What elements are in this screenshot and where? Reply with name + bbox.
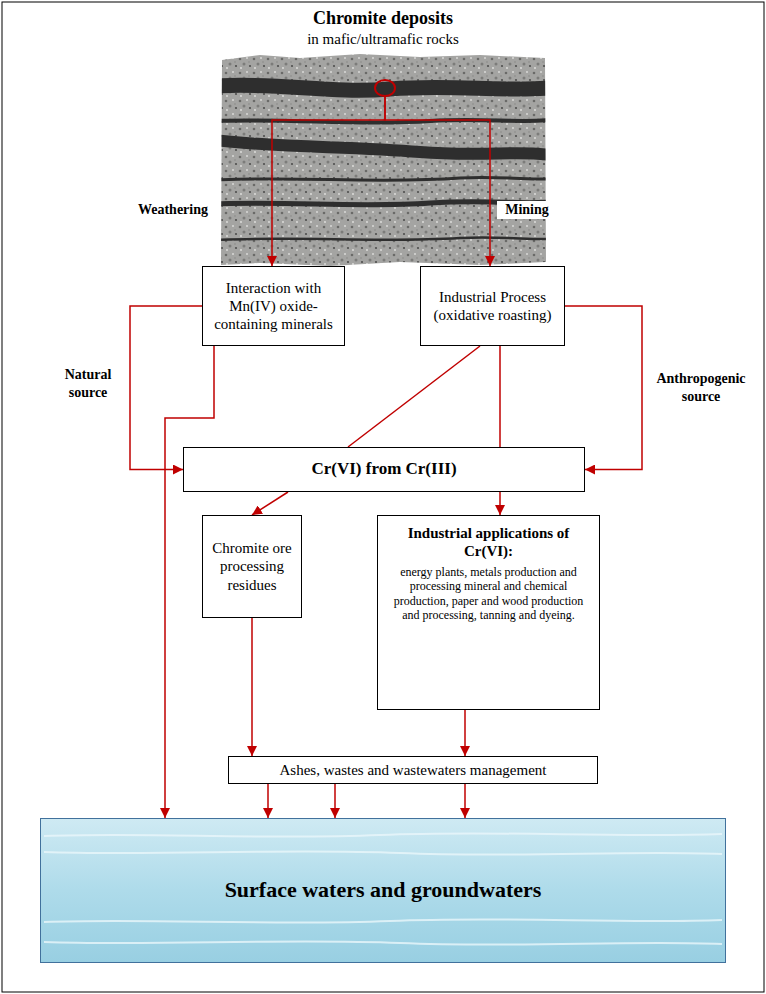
flow-arrow: [348, 346, 480, 447]
node-heading: Ashes, wastes and wastewaters management: [280, 761, 547, 779]
rock-node: Chromite depositsin mafic/ultramafic roc…: [220, 8, 546, 266]
node-body: energy plants, metals production and pro…: [385, 565, 592, 624]
flow-arrow: [464, 710, 466, 756]
process-box: Industrial Process (oxidative roasting): [420, 266, 565, 346]
water-band: Surface waters and groundwaters: [40, 818, 726, 963]
chromite-band: [215, 177, 550, 180]
flow-arrow: [385, 97, 490, 266]
water-body: [40, 818, 726, 963]
chromite-band: [215, 237, 550, 240]
node-heading: Cr(VI) from Cr(III): [311, 459, 456, 480]
flow-arrow: [272, 97, 385, 266]
edge-label: Natural source: [52, 366, 124, 402]
process-box: Interaction with Mn(IV) oxide-containing…: [202, 266, 345, 346]
water-wave: [44, 919, 722, 922]
sample-marker: [375, 80, 395, 96]
node-heading: Chromite deposits: [313, 8, 453, 30]
rock-sample: [215, 54, 550, 266]
flow-arrow: [251, 618, 253, 756]
water-wave: [44, 941, 722, 944]
water-wave: [44, 833, 722, 836]
result-box: Cr(VI) from Cr(III): [183, 447, 585, 492]
node-body: in mafic/ultramafic rocks: [307, 30, 459, 48]
edge-label: Anthropogenic source: [648, 370, 754, 406]
edge-label: Mining: [497, 201, 557, 219]
flow-arrow: [130, 306, 202, 470]
node-heading: Interaction with Mn(IV) oxide-containing…: [209, 279, 338, 334]
node-heading: Chromite ore processing residues: [208, 539, 296, 594]
chromite-band: [215, 85, 550, 90]
water-wave: [44, 851, 722, 854]
residue-box: Chromite ore processing residues: [202, 515, 302, 618]
flow-arrow: [464, 784, 466, 818]
node-heading: Industrial applications of Cr(VI):: [385, 524, 592, 561]
management-box: Ashes, wastes and wastewaters management: [228, 756, 598, 784]
node-heading: Surface waters and groundwaters: [225, 877, 542, 904]
edge-label: Weathering: [133, 201, 213, 219]
water-waves: [44, 833, 722, 944]
flow-arrow: [267, 784, 269, 818]
flow-arrow: [565, 306, 642, 470]
flow-arrow: [334, 784, 336, 818]
chromite-band: [215, 140, 550, 155]
flow-arrow: [252, 492, 288, 515]
application-box: Industrial applications of Cr(VI): energy…: [377, 515, 600, 710]
water-fill: [40, 818, 726, 963]
node-heading: Industrial Process (oxidative roasting): [427, 288, 558, 325]
